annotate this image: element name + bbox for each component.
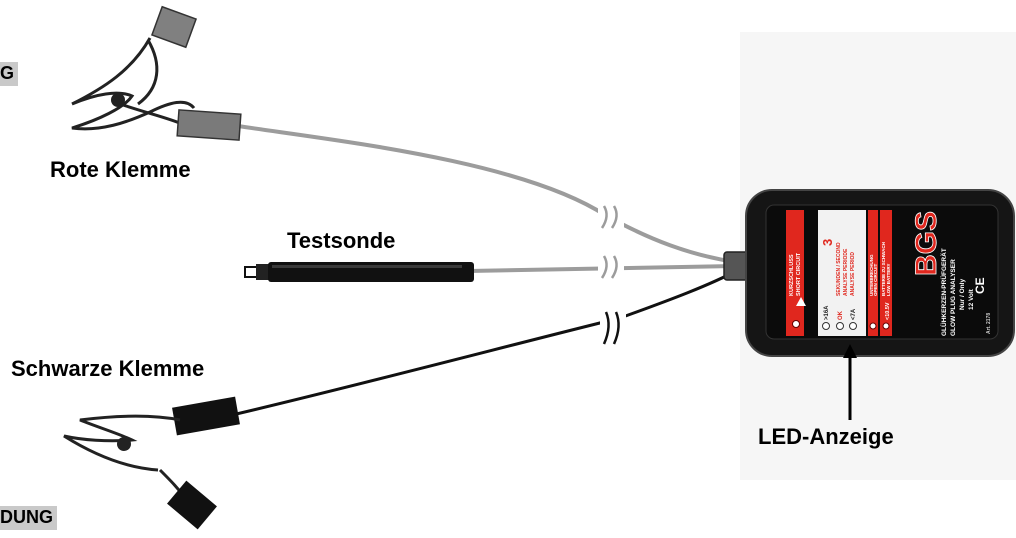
led-display-label: LED-Anzeige xyxy=(758,424,894,449)
device-title-de: GLÜHKERZEN-PRÜFGERÄT xyxy=(939,248,948,336)
seconds-value: 3 xyxy=(820,239,835,246)
led-display-arrow xyxy=(843,344,857,420)
interrupt-label-en: OPEN CIRCUIT xyxy=(873,263,878,296)
article-number: Art. 2178 xyxy=(986,313,992,334)
short-circuit-label-de: KURZSCHLUSS xyxy=(789,254,795,296)
short-circuit-led xyxy=(792,320,800,328)
black-clamp-label: Schwarze Klemme xyxy=(11,356,205,381)
glow-plug-analyser: KURZSCHLUSS SHORT CIRCUIT 3 SEKUNDEN / S… xyxy=(723,189,1015,357)
row-low-label: <7A xyxy=(851,308,857,320)
led-low xyxy=(849,322,857,330)
red-clamp-cable xyxy=(237,124,736,264)
battery-value: <10.5V xyxy=(885,302,891,320)
black-clamp-cable xyxy=(231,268,739,417)
warning-triangle-icon xyxy=(796,297,806,306)
voltage-line-1: Nur / Only xyxy=(959,279,966,310)
voltage-line-2: 12 Volt xyxy=(968,288,975,310)
red-clamp-label: Rote Klemme xyxy=(50,157,191,182)
led-battery xyxy=(882,322,890,330)
short-circuit-label-en: SHORT CIRCUIT xyxy=(796,252,802,296)
bgs-logo: BGS xyxy=(910,211,943,276)
seconds-line-1: SEKUNDEN / SECOND xyxy=(836,242,842,296)
battery-label-de: BATTERIE ZU SCHWACH xyxy=(881,242,886,296)
interrupt-label-de: UNTERBRECHUNG xyxy=(869,254,874,296)
cropped-heading-top: G xyxy=(0,62,19,86)
red-clamp xyxy=(71,5,242,141)
cropped-heading-bottom: DUNG xyxy=(0,506,57,530)
row-high-label: >16A xyxy=(824,305,830,320)
test-probe xyxy=(244,262,474,282)
ce-mark: CE xyxy=(973,277,987,294)
led-interrupt xyxy=(869,322,877,330)
seconds-line-2: ANALYSE PERIODE xyxy=(843,248,849,296)
test-probe-label: Testsonde xyxy=(287,228,396,253)
row-ok-label: OK xyxy=(838,310,844,320)
seconds-line-3: ANALYSE PERIOD xyxy=(850,252,856,296)
cable-break-marks xyxy=(598,204,626,346)
battery-label-en: LOW BATTERY xyxy=(886,264,891,297)
black-clamp xyxy=(63,396,240,530)
device-title-en: GLOW PLUG ANALYSER xyxy=(950,259,957,336)
led-high xyxy=(822,322,830,330)
led-ok xyxy=(836,322,844,330)
